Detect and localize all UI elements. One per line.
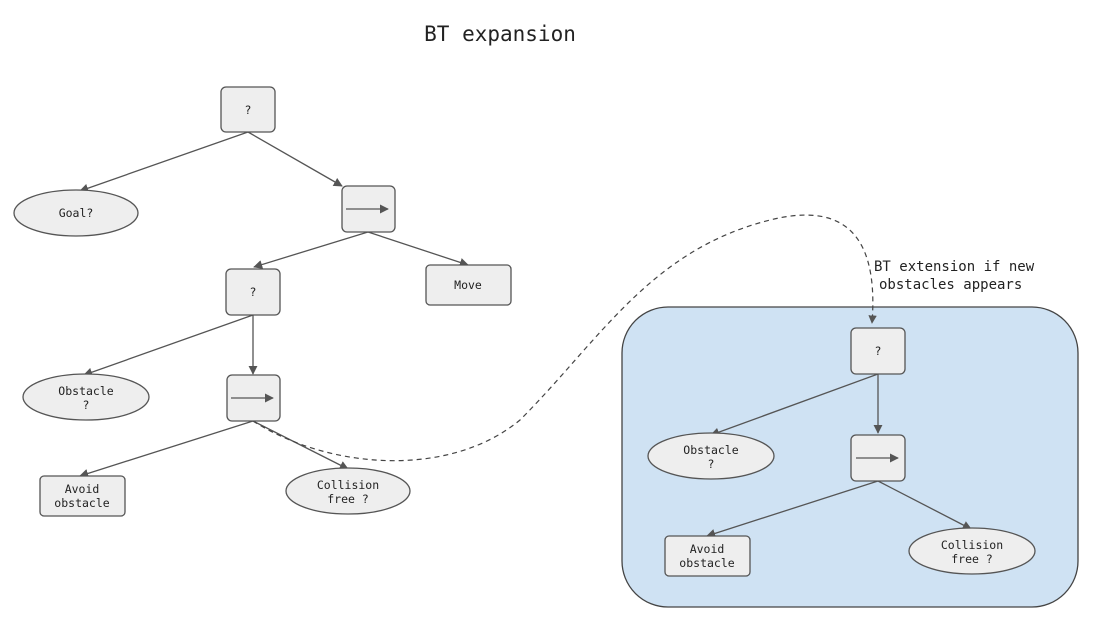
expansion-avoid-action-node: Avoid obstacle [664, 535, 751, 577]
main-avoid-label-2: obstacle [54, 496, 109, 510]
main-root-fallback-node: ? [220, 86, 276, 133]
edge-sequence-fallback [253, 231, 369, 269]
main-collision-condition-node: Collision free ? [285, 467, 411, 515]
expansion-fallback-label: ? [875, 344, 882, 358]
edge-x-sequence-collision [877, 480, 972, 530]
expansion-collision-label-2: free ? [951, 552, 993, 566]
main-collision-label-2: free ? [327, 492, 369, 506]
main-obstacle-label-2: ? [83, 398, 90, 412]
main-collision-label-1: Collision [317, 478, 379, 492]
main-avoid-label-1: Avoid [65, 482, 100, 496]
main-fallback-node: ? [225, 268, 281, 316]
expansion-sequence-node [850, 434, 906, 482]
diagram-title: BT expansion [424, 22, 576, 46]
expansion-collision-condition-node: Collision free ? [908, 527, 1036, 575]
expansion-dashed-connector [252, 214, 877, 462]
main-obstacle-label-1: Obstacle [58, 384, 113, 398]
main-move-label: Move [454, 278, 482, 292]
expansion-obstacle-condition-node: Obstacle ? [647, 432, 775, 480]
main-obstacle-condition-node: Obstacle ? [22, 373, 150, 421]
annotation-line-2: obstacles appears [879, 277, 1022, 293]
edge-root-sequence [247, 131, 343, 187]
edge-x-fallback-obstacle [710, 373, 879, 437]
edge-fallback-obstacle [83, 314, 254, 377]
expansion-collision-label-1: Collision [941, 538, 1003, 552]
main-sequence2-node [226, 374, 281, 422]
expansion-avoid-label-2: obstacle [679, 556, 734, 570]
expansion-obstacle-label-2: ? [708, 457, 715, 471]
main-root-label: ? [245, 103, 252, 117]
edge-root-goal [79, 131, 249, 193]
annotation-line-1: BT extension if new [874, 259, 1035, 275]
expansion-tree-edges [706, 373, 972, 538]
main-goal-condition-node: Goal? [13, 189, 139, 237]
edge-sequence2-avoid [79, 420, 254, 478]
main-goal-label: Goal? [59, 206, 94, 220]
main-move-action-node: Move [425, 264, 512, 306]
main-avoid-action-node: Avoid obstacle [39, 475, 126, 517]
expansion-avoid-label-1: Avoid [690, 542, 725, 556]
main-fallback-label: ? [250, 285, 257, 299]
edge-x-sequence-avoid [706, 480, 879, 538]
expansion-fallback-node: ? [850, 327, 906, 375]
edge-sequence2-collision [252, 420, 349, 470]
main-sequence-node [341, 185, 396, 233]
main-tree-edges [79, 131, 469, 478]
expansion-obstacle-label-1: Obstacle [683, 443, 738, 457]
edge-sequence-move [367, 231, 469, 267]
